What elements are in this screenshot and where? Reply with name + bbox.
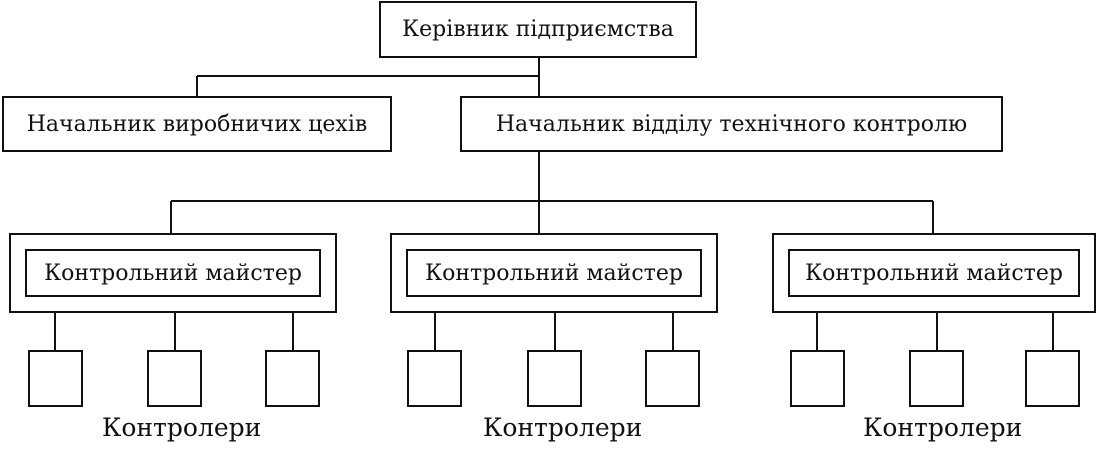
qc-head-label: Начальник відділу технічного контролю: [495, 111, 968, 137]
controller-slot-3-3: [1025, 350, 1080, 407]
master-inner-box-2: Контрольний майстер: [406, 249, 702, 297]
head-label: Керівник підприємства: [402, 17, 674, 42]
master-inner-box-3: Контрольний майстер: [788, 249, 1080, 297]
controllers-label-1: Контролери: [102, 413, 262, 442]
master-box-1: Контрольний майстер: [9, 233, 337, 313]
master-box-2: Контрольний майстер: [390, 233, 718, 313]
master-inner-box-1: Контрольний майстер: [25, 249, 321, 297]
controllers-label-2: Контролери: [483, 413, 643, 442]
controller-slot-1-2: [147, 350, 202, 407]
controller-slot-1-1: [28, 350, 83, 407]
controller-slot-2-3: [645, 350, 700, 407]
controllers-label-3: Контролери: [863, 413, 1023, 442]
master-label-3: Контрольний майстер: [805, 260, 1063, 286]
master-box-3: Контрольний майстер: [772, 233, 1096, 313]
controller-slot-3-1: [790, 350, 845, 407]
master-label-2: Контрольний майстер: [425, 260, 683, 286]
controller-slot-2-1: [407, 350, 462, 407]
controller-slot-2-2: [527, 350, 582, 407]
master-label-1: Контрольний майстер: [44, 260, 302, 286]
production-head-label: Начальник виробничих цехів: [26, 111, 368, 137]
controller-slot-1-3: [265, 350, 320, 407]
controller-slot-3-2: [909, 350, 964, 407]
production-head-box: Начальник виробничих цехів: [2, 96, 392, 152]
qc-head-box: Начальник відділу технічного контролю: [460, 96, 1003, 152]
head-box: Керівник підприємства: [379, 1, 697, 58]
